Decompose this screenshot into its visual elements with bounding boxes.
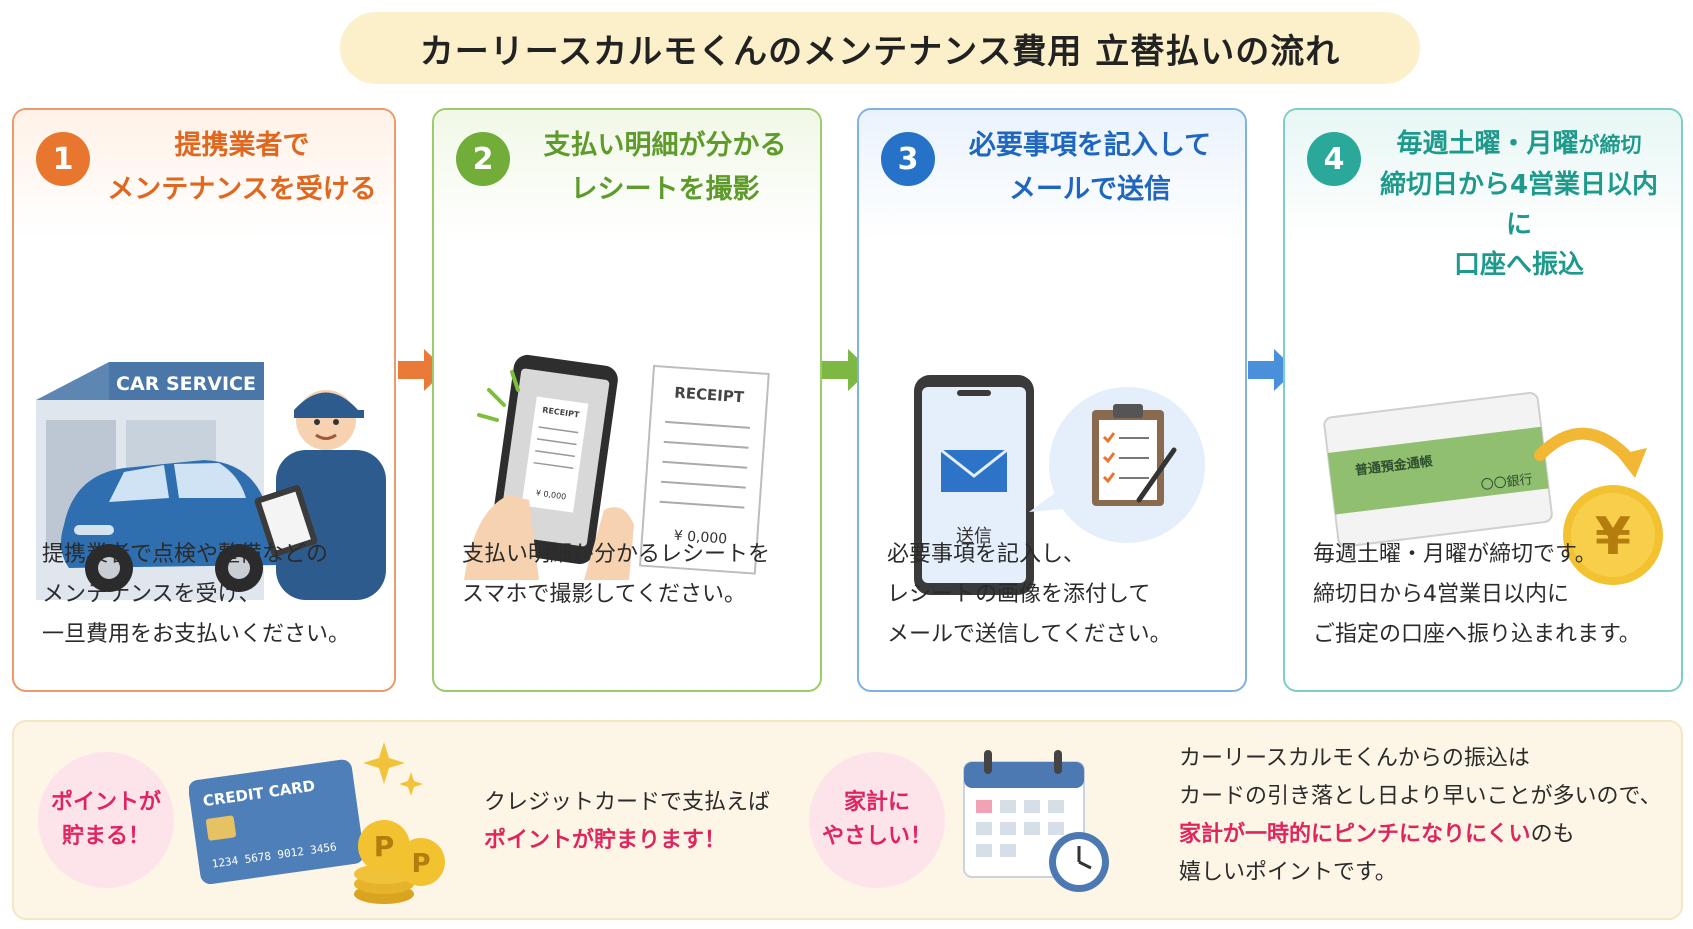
blue-car-icon	[60, 460, 285, 592]
calendar-illustration	[963, 750, 1109, 892]
points-badge: ポイントが 貯まる！	[38, 752, 174, 888]
pen-icon	[1136, 447, 1177, 503]
car-service-sign: CAR SERVICE	[116, 373, 256, 395]
sparkle-icon	[363, 742, 423, 796]
step-3-heading: 必要事項を記入して メールで送信	[968, 130, 1212, 205]
step-4-description: 毎週土曜・月曜が締切です。 締切日から4営業日以内に ご指定の口座へ振り込まれま…	[1313, 542, 1641, 647]
page-title: カーリースカルモくんのメンテナンス費用 立替払いの流れ	[340, 12, 1420, 84]
step-3-card: 3 必要事項を記入して メールで送信 送信	[857, 108, 1247, 692]
benefits-panel: ポイントが 貯まる！ CREDIT CARD 1234 5678 9012 34…	[12, 720, 1683, 920]
svg-text:¥ 0,000: ¥ 0,000	[673, 528, 727, 548]
car-service-illustration: CAR SERVICE	[36, 362, 386, 600]
camera-flash-icon	[477, 370, 520, 422]
send-label: 送信	[956, 526, 992, 547]
paper-receipt-icon: RECEIPT ¥ 0,000	[639, 364, 770, 575]
svg-text:RECEIPT: RECEIPT	[674, 383, 746, 406]
passbook-icon: 普通預金通帳 〇〇銀行	[1323, 391, 1553, 548]
step-2-card: 2 支払い明細が分かる レシートを撮影 RECEIPT ¥ 0,000 RECE…	[432, 108, 822, 692]
step-2-number-badge: 2	[456, 132, 510, 186]
step-4-heading: 毎週土曜・月曜が締切 締切日から4営業日以内に 口座へ振込	[1379, 129, 1659, 280]
step-1-number-badge: 1	[36, 132, 90, 186]
step-1-description: 提携業者で点検や整備などの メンテナンスを受け、 一旦費用をお支払いください。	[42, 542, 351, 647]
credit-card-icon: CREDIT CARD 1234 5678 9012 3456	[189, 759, 364, 885]
mail-icon	[940, 448, 1008, 492]
bank-transfer-illustration: 普通預金通帳 〇〇銀行 ¥	[1323, 391, 1663, 585]
budget-description: カーリースカルモくんからの振込は カードの引き落とし日より早いことが多いので、 …	[1179, 746, 1662, 885]
points-description: クレジットカードで支払えば ポイントが貯まります！	[484, 790, 771, 853]
svg-text:¥ 0,000: ¥ 0,000	[535, 488, 567, 501]
credit-card-illustration: CREDIT CARD 1234 5678 9012 3456 P P	[189, 742, 445, 904]
step-1-header: 1 提携業者で メンテナンスを受ける	[14, 110, 394, 240]
smartphone-icon: 送信	[914, 375, 1034, 595]
step-3-number-badge: 3	[881, 132, 935, 186]
yen-coin-icon: ¥	[1563, 485, 1663, 585]
svg-text:¥: ¥	[1595, 507, 1631, 567]
svg-text:P: P	[411, 849, 430, 879]
clock-icon	[1049, 832, 1109, 892]
mechanic-icon	[254, 390, 386, 600]
step-4-header: 4 毎週土曜・月曜が締切 締切日から4営業日以内に 口座へ振込	[1285, 110, 1681, 280]
form-bubble-icon	[1029, 387, 1205, 543]
step-1-heading: 提携業者で メンテナンスを受ける	[107, 130, 377, 205]
step-2-header: 2 支払い明細が分かる レシートを撮影	[434, 110, 820, 240]
step-3-description: 必要事項を記入し、 レシートの画像を添付して メールで送信してください。	[887, 542, 1172, 647]
step-3-header: 3 必要事項を記入して メールで送信	[859, 110, 1245, 240]
curved-arrow-icon	[1534, 427, 1636, 466]
svg-text:〇〇銀行: 〇〇銀行	[1480, 472, 1533, 493]
step-4-card: 4 毎週土曜・月曜が締切 締切日から4営業日以内に 口座へ振込 普通預金通帳 〇…	[1283, 108, 1683, 692]
budget-badge: 家計に やさしい！	[809, 752, 945, 888]
receipt-photo-illustration: RECEIPT ¥ 0,000 RECEIPT ¥ 0,000	[464, 354, 770, 580]
email-send-illustration: 送信	[914, 375, 1205, 595]
step-1-card: 1 提携業者で メンテナンスを受ける CAR SERVICE	[12, 108, 396, 692]
svg-text:P: P	[374, 830, 395, 863]
step-2-description: 支払い明細が分かるレシートを スマホで撮影してください。	[462, 542, 771, 607]
hand-icon	[464, 495, 539, 580]
coin-stack-icon: P P	[354, 820, 445, 904]
step-4-number-badge: 4	[1307, 132, 1361, 186]
step-2-heading: 支払い明細が分かる レシートを撮影	[543, 130, 787, 205]
